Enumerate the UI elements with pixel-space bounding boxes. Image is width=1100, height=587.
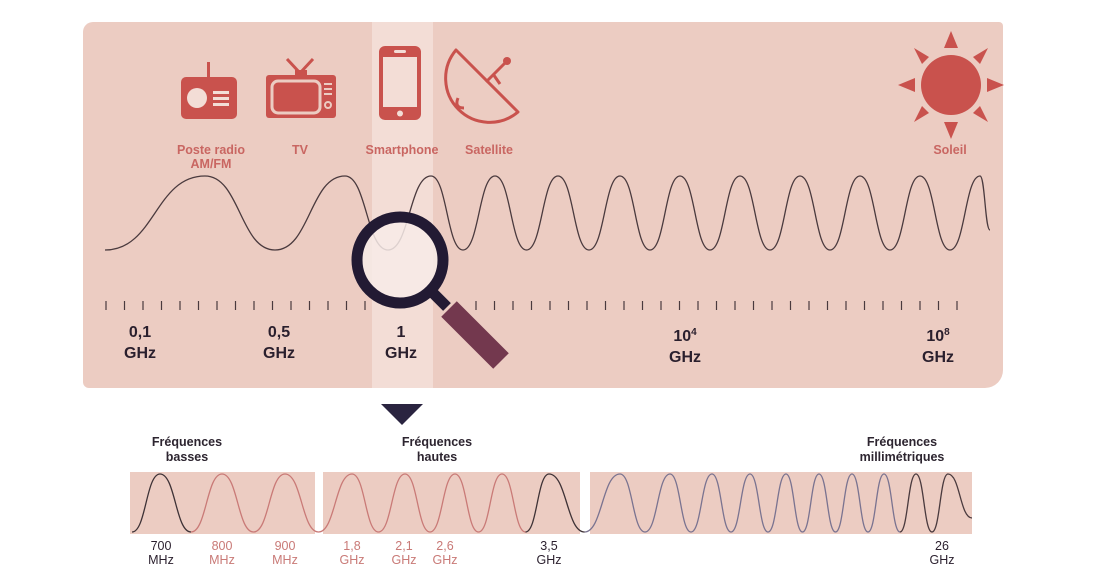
sun-label: Soleil — [933, 143, 967, 157]
tv-label: TV — [292, 143, 308, 157]
axis-unit: GHz — [385, 345, 417, 362]
axis-unit: GHz — [922, 349, 954, 366]
sun-icon — [898, 31, 1004, 139]
axis-value-exponent: 4 — [691, 327, 697, 338]
freq-value: 900 — [274, 539, 296, 553]
freq-label-2-1ghz: 2,1 GHz — [392, 539, 417, 567]
magnifier-icon — [351, 211, 509, 369]
band-title-line2: basses — [165, 450, 209, 464]
satellite-label: Satellite — [465, 143, 513, 157]
band-title-line2: hautes — [416, 450, 458, 464]
band-title-millimetric: Fréquences millimétriques — [860, 435, 945, 465]
axis-value: 108 — [922, 322, 954, 347]
axis-value: 0,5 — [267, 324, 291, 341]
radio-label: Poste radio AM/FM — [177, 143, 245, 171]
freq-unit: GHz — [432, 553, 458, 567]
band-title-high: Fréquences hautes — [402, 435, 472, 465]
band-title-low: Fréquences basses — [152, 435, 222, 465]
tv-icon — [266, 57, 336, 118]
freq-unit: MHz — [272, 553, 298, 567]
axis-value-exponent: 8 — [944, 327, 950, 338]
axis-value: 0,1 — [128, 324, 152, 341]
freq-value: 700 — [150, 539, 172, 553]
axis-label-0-1ghz: 0,1 GHz — [124, 322, 156, 364]
freq-unit: MHz — [148, 553, 174, 567]
radio-label-line2: AM/FM — [190, 157, 232, 171]
satellite-dish-icon — [444, 48, 520, 124]
axis-label-0-5ghz: 0,5 GHz — [263, 322, 295, 364]
freq-label-800mhz: 800 MHz — [209, 539, 235, 567]
freq-unit: GHz — [339, 553, 365, 567]
axis-value-base: 10 — [926, 328, 945, 345]
axis-value: 104 — [669, 322, 701, 347]
axis-label-10e8ghz: 108 GHz — [922, 322, 954, 368]
freq-value: 26 — [935, 539, 949, 553]
freq-unit: MHz — [209, 553, 235, 567]
freq-value: 800 — [211, 539, 233, 553]
freq-label-1-8ghz: 1,8 GHz — [340, 539, 365, 567]
band-title-line1: Fréquences — [866, 435, 938, 449]
axis-unit: GHz — [669, 349, 701, 366]
freq-value: 2,6 — [436, 539, 454, 553]
axis-unit: GHz — [124, 345, 156, 362]
band-title-line1: Fréquences — [151, 435, 223, 449]
axis-label-1ghz: 1 GHz — [385, 322, 417, 364]
freq-label-26ghz: 26 GHz — [930, 539, 955, 567]
band-title-line1: Fréquences — [401, 435, 473, 449]
pointer-triangle-icon — [381, 404, 423, 425]
radio-label-line1: Poste radio — [176, 143, 246, 157]
axis-value-base: 10 — [673, 328, 692, 345]
axis-unit: GHz — [263, 345, 295, 362]
freq-unit: GHz — [391, 553, 417, 567]
freq-value: 1,8 — [343, 539, 361, 553]
radio-icon — [181, 62, 237, 119]
strip-low-frequencies — [130, 472, 315, 534]
smartphone-label: Smartphone — [365, 143, 439, 157]
smartphone-icon — [379, 46, 421, 120]
freq-label-700mhz: 700 MHz — [148, 539, 174, 567]
axis-label-10e4ghz: 104 GHz — [669, 322, 701, 368]
freq-label-3-5ghz: 3,5 GHz — [537, 539, 562, 567]
freq-value: 3,5 — [540, 539, 558, 553]
band-title-line2: millimétriques — [859, 450, 945, 464]
freq-value: 2,1 — [395, 539, 413, 553]
freq-label-900mhz: 900 MHz — [272, 539, 298, 567]
axis-value: 1 — [396, 324, 406, 341]
freq-unit: GHz — [536, 553, 562, 567]
freq-unit: GHz — [929, 553, 955, 567]
freq-label-2-6ghz: 2,6 GHz — [433, 539, 458, 567]
